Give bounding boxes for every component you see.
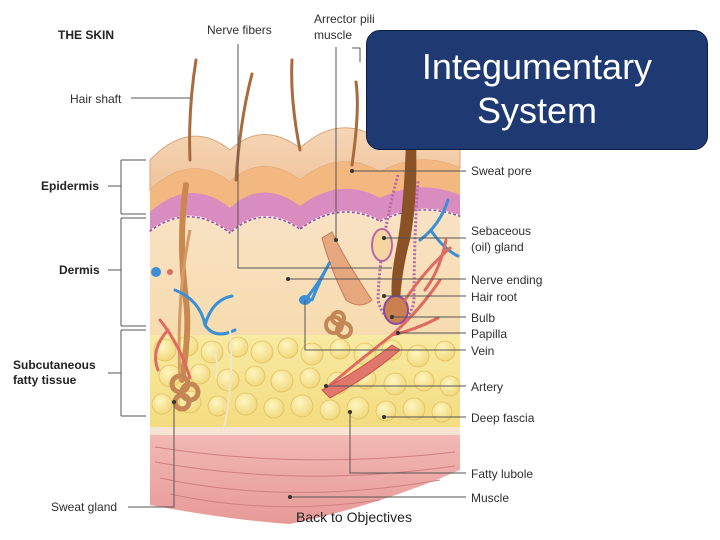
label-sweat-pore: Sweat pore bbox=[471, 164, 532, 178]
vein-cross-section bbox=[151, 267, 161, 277]
label-arrector-pili-line2: muscle bbox=[314, 28, 353, 42]
label-subcutaneous-line2: fatty tissue bbox=[13, 373, 77, 387]
label-deep-fascia: Deep fascia bbox=[471, 411, 535, 425]
label-nerve-fibers: Nerve fibers bbox=[207, 23, 272, 37]
muscle-fibers bbox=[154, 446, 456, 508]
label-vein: Vein bbox=[471, 344, 495, 358]
veins bbox=[173, 198, 460, 336]
deep-fascia-layer bbox=[150, 427, 460, 435]
leader-dots bbox=[172, 169, 400, 499]
arteries bbox=[154, 238, 452, 387]
sweat-gland-coil-2 bbox=[324, 310, 353, 339]
muscle-layer bbox=[150, 435, 460, 524]
label-sebaceous-line1: Sebaceous bbox=[471, 224, 532, 238]
label-fatty-lobule: Fatty lubole bbox=[471, 467, 534, 481]
slide-title-line2: System bbox=[476, 90, 598, 131]
sweat-duct bbox=[177, 229, 192, 381]
secondary-follicle bbox=[179, 182, 191, 383]
label-sebaceous-line2: (oil) gland bbox=[471, 240, 524, 254]
artery-cross-section bbox=[167, 269, 173, 275]
leader-lines bbox=[128, 44, 466, 508]
label-muscle: Muscle bbox=[471, 491, 510, 505]
nerves bbox=[211, 329, 233, 429]
slide-title-line1: Integumentary bbox=[421, 46, 653, 87]
layer-brackets bbox=[108, 159, 146, 417]
figure-heading: THE SKIN bbox=[58, 28, 115, 42]
label-hair-root: Hair root bbox=[471, 290, 518, 304]
sebaceous-gland bbox=[371, 228, 393, 262]
label-arrector-pili-line1: Arrector pili bbox=[314, 12, 375, 26]
slide-title-box: Integumentary System bbox=[366, 30, 708, 150]
label-bulb: Bulb bbox=[471, 311, 496, 325]
label-sweat-gland: Sweat gland bbox=[51, 500, 118, 514]
stratum-basale-band bbox=[150, 187, 460, 232]
label-hair-shaft: Hair shaft bbox=[70, 92, 122, 106]
label-epidermis: Epidermis bbox=[41, 179, 100, 193]
label-subcutaneous-line1: Subcutaneous bbox=[13, 358, 96, 372]
label-artery: Artery bbox=[471, 380, 504, 394]
back-to-objectives-link[interactable]: Back to Objectives bbox=[296, 509, 412, 525]
label-nerve-ending: Nerve ending bbox=[471, 273, 543, 287]
hair-follicle bbox=[391, 140, 417, 300]
label-papilla: Papilla bbox=[471, 327, 508, 341]
label-dermis: Dermis bbox=[59, 263, 100, 277]
